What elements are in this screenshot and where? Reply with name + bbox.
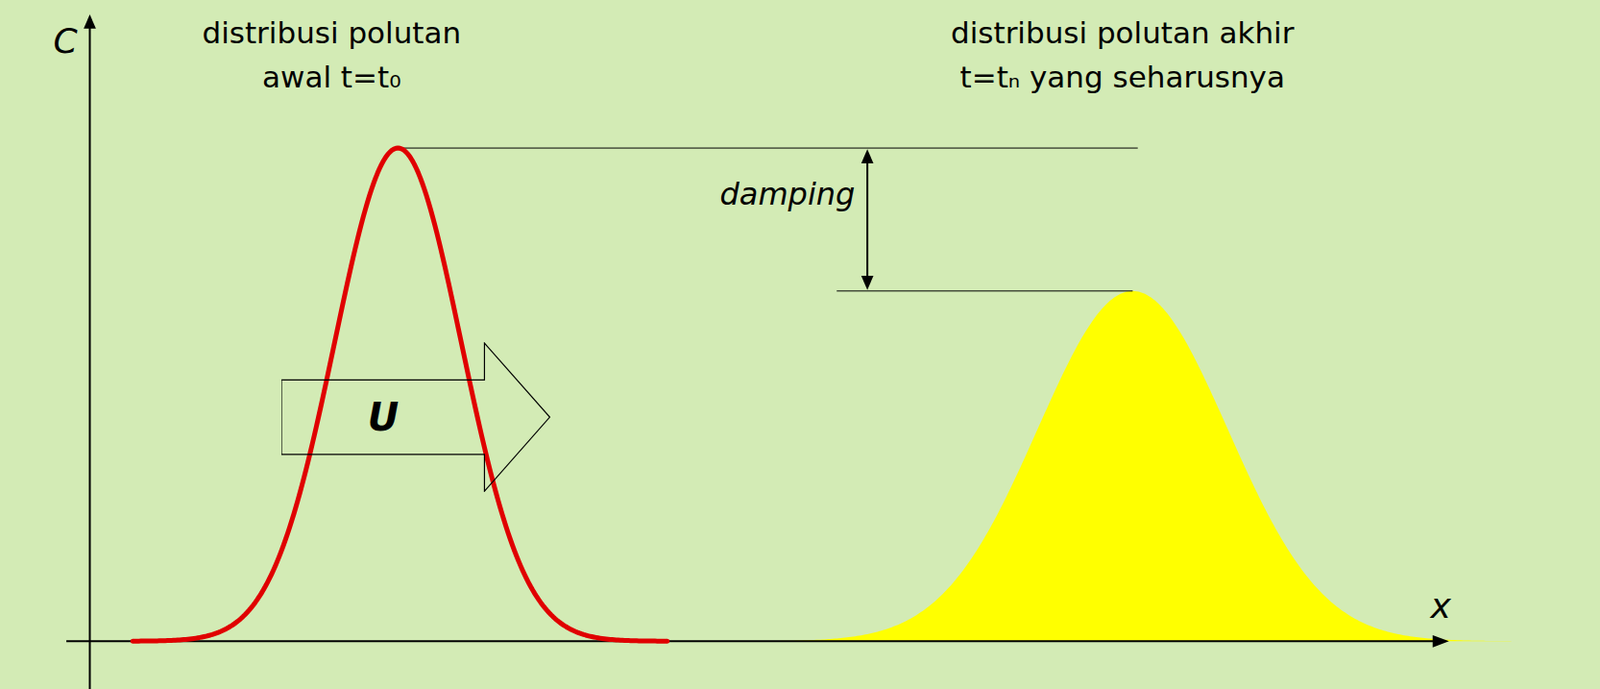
dimension-arrowhead xyxy=(861,148,874,164)
reference-line xyxy=(836,290,1133,291)
axis-label: x xyxy=(1430,583,1452,629)
curve-caption: distribusi polutan akhir t=tₙ yang sehar… xyxy=(947,10,1297,99)
axis-arrowhead xyxy=(1432,634,1450,648)
curve-caption: distribusi polutan awal t=t₀ xyxy=(197,10,465,99)
velocity-label: U xyxy=(281,379,485,455)
c-axis xyxy=(89,26,92,689)
dimension-arrowhead xyxy=(861,275,874,291)
axis-arrowhead xyxy=(83,14,97,29)
axis-label: C xyxy=(52,19,77,64)
final-distribution xyxy=(683,290,1600,641)
initial-distribution xyxy=(132,147,668,641)
reference-line xyxy=(397,147,1138,149)
x-axis xyxy=(66,639,1435,642)
dimension-line xyxy=(866,158,869,281)
dimension-label: damping xyxy=(719,171,855,217)
arrow-shape xyxy=(281,342,550,491)
velocity-arrow: U xyxy=(281,341,552,492)
arrow-outline xyxy=(281,341,552,492)
